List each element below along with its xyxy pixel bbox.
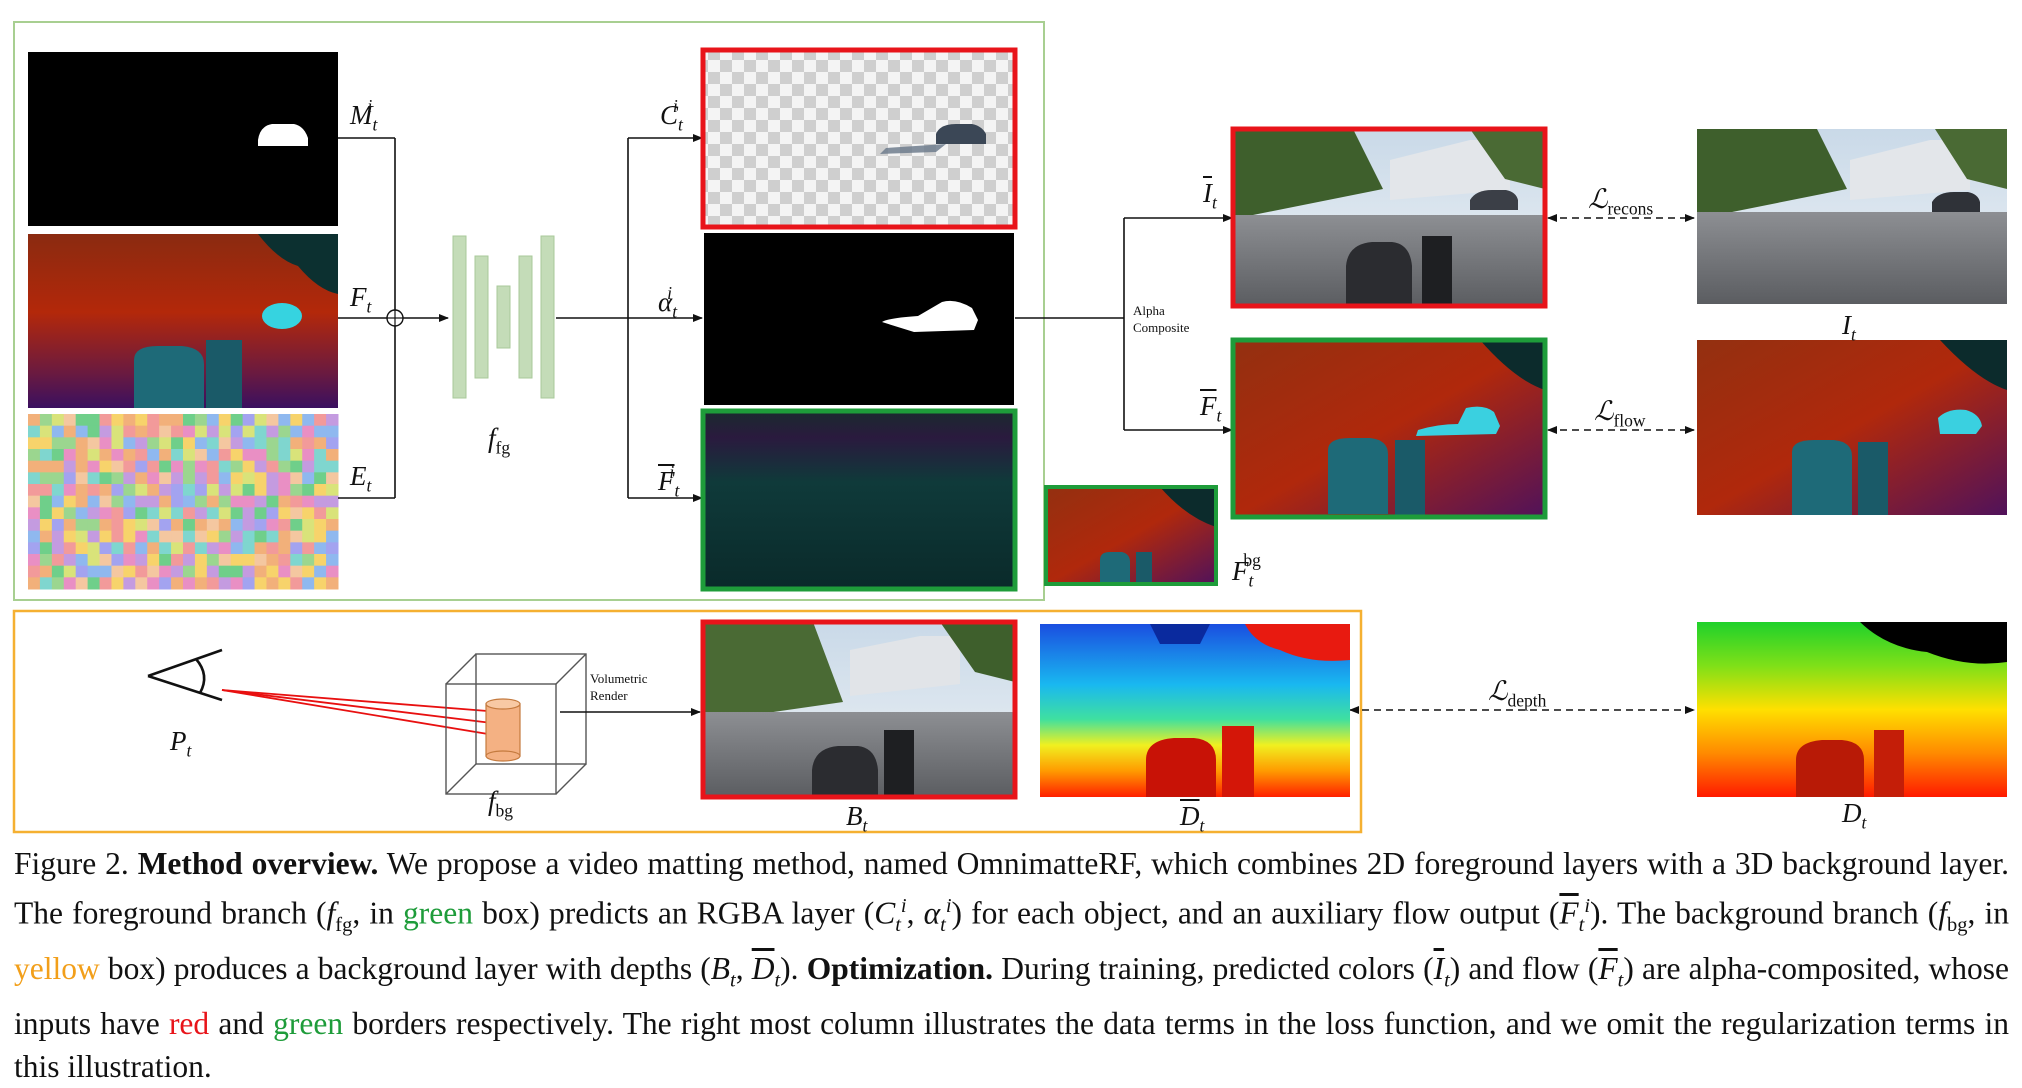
bg-flow-image: [1044, 485, 1218, 586]
bg-depth-label: Dt: [1180, 801, 1205, 836]
caption-s3b: , in: [1967, 895, 2009, 931]
caption-prefix: Figure 2.: [14, 846, 129, 881]
target-image-label-text: I: [1842, 310, 1851, 340]
composited-image-label-text: I: [1203, 178, 1212, 208]
mask-label-text: M: [350, 100, 373, 130]
fg-flow-label: Fti: [658, 462, 680, 501]
target-image: [1697, 129, 2007, 304]
loss-depth-label: ℒdepth: [1488, 678, 1546, 710]
caption-s5b: ) and flow (: [1449, 950, 1599, 986]
composited-flow-label-text: F: [1200, 391, 1217, 421]
alpha-composite-line2: Composite: [1133, 320, 1190, 335]
bg-network-label: fbg: [488, 788, 513, 820]
figure-caption: Figure 2. Method overview. We propose a …: [14, 846, 2010, 1085]
bg-depth-image: [1040, 624, 1350, 797]
camera-label-text: P: [170, 726, 187, 756]
fg-network-label-text: f: [488, 423, 496, 453]
target-depth-image: [1697, 622, 2007, 797]
target-image-label: It: [1842, 310, 1856, 345]
composited-image: [1230, 126, 1548, 309]
target-flow-image: [1697, 340, 2007, 515]
bg-network-label-text: f: [488, 786, 496, 816]
color-layer-image: [700, 47, 1018, 230]
target-depth-label: Dt: [1842, 798, 1867, 833]
bg-network-sub: bg: [495, 800, 514, 821]
bg-flow-sup: bg: [1243, 550, 1261, 570]
fg-flow-image: [700, 408, 1018, 592]
color-layer-label-text: C: [660, 100, 679, 130]
composited-flow-image: [1230, 337, 1548, 520]
caption-s7: borders respectively. The right most col…: [14, 1006, 2010, 1085]
caption-s2b: ) for each object, and an auxiliary flow…: [951, 895, 1560, 931]
camera-eye: [147, 648, 223, 702]
caption-s4: box) produces a background layer with de…: [107, 950, 711, 986]
caption-s4b: ).: [780, 950, 799, 986]
bg-network-cube: [445, 653, 587, 795]
caption-red-word: red: [168, 1006, 210, 1042]
alpha-image: [704, 233, 1014, 405]
caption-yellow-word: yellow: [14, 950, 100, 986]
loss-recons-label: ℒrecons: [1588, 186, 1653, 218]
alpha-label: αti: [658, 283, 678, 322]
alpha-label-text: α: [658, 287, 673, 317]
embedding-label-text: E: [350, 461, 367, 491]
volumetric-render-line2: Render: [590, 688, 628, 703]
caption-s6: ) are alpha-composited, whose inputs hav…: [14, 950, 2010, 1042]
mask-label: Mti: [350, 96, 378, 135]
fg-network-sub: fg: [495, 437, 511, 458]
caption-green-word: green: [403, 895, 473, 931]
caption-title2: Optimization.: [806, 950, 994, 986]
composited-image-label: It: [1203, 178, 1217, 213]
volumetric-render-line1: Volumetric: [590, 671, 648, 686]
caption-green-word2: green: [273, 1006, 344, 1042]
diagram: [12, 21, 2007, 834]
bg-flow-label: Ftbg: [1232, 550, 1261, 591]
bg-color-label-text: B: [846, 801, 863, 831]
mask-image: [28, 52, 338, 226]
bg-color-image: [700, 619, 1018, 800]
bg-color-label: Bt: [846, 801, 868, 836]
loss-depth-symbol: ℒ: [1488, 676, 1508, 706]
camera-label: Pt: [170, 726, 192, 761]
loss-flow-label: ℒflow: [1594, 398, 1646, 430]
bg-flow-label-text: F: [1232, 556, 1249, 586]
caption-s1b: , in: [352, 895, 394, 931]
bg-branch-box: [12, 609, 1363, 834]
flow-input-label-text: F: [350, 282, 367, 312]
loss-depth-sub: depth: [1507, 690, 1547, 711]
caption-and-word: and: [218, 1006, 264, 1042]
fg-flow-label-text: F: [658, 466, 675, 496]
loss-flow-sub: flow: [1613, 410, 1646, 431]
caption-title: Method overview.: [137, 846, 379, 881]
composited-flow-label: Ft: [1200, 391, 1222, 426]
embedding-label: Et: [350, 461, 372, 496]
loss-recons-sub: recons: [1607, 198, 1654, 219]
cylinder-icon: [485, 698, 521, 762]
fg-network-label: ffg: [488, 425, 510, 457]
fg-network: [452, 235, 555, 399]
fg-branch-box: [13, 21, 1045, 601]
flow-input-image: [28, 234, 338, 408]
flow-input-label: Ft: [350, 282, 372, 317]
caption-s2: box) predicts an RGBA layer (: [482, 895, 875, 931]
alpha-composite-label: Alpha Composite: [1133, 302, 1189, 336]
caption-s1: We propose a video matting method, named…: [14, 846, 2010, 931]
target-depth-label-text: D: [1842, 798, 1862, 828]
embedding-image: [28, 414, 339, 590]
loss-flow-symbol: ℒ: [1594, 396, 1614, 426]
caption-s5: During training, predicted colors (: [1001, 950, 1434, 986]
loss-recons-symbol: ℒ: [1588, 184, 1608, 214]
bg-depth-label-text: D: [1180, 801, 1200, 831]
color-layer-label: Cti: [660, 96, 683, 135]
volumetric-render-label: Volumetric Render: [590, 670, 648, 704]
alpha-composite-line1: Alpha: [1133, 303, 1165, 318]
caption-s3: ). The background branch (: [1590, 895, 1939, 931]
